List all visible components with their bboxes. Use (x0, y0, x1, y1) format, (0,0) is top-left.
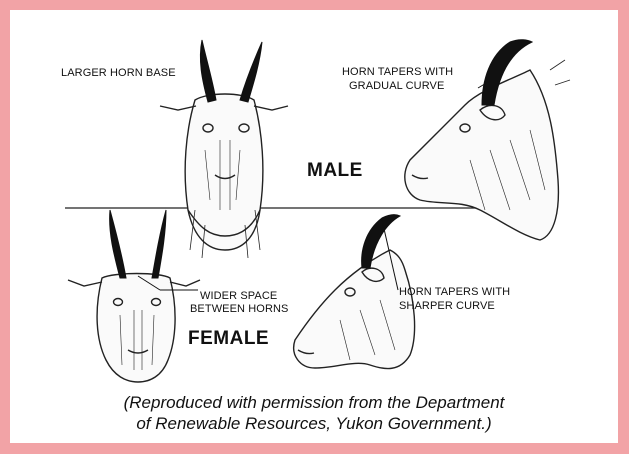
caption-line-2: of Renewable Resources, Yukon Government… (10, 413, 618, 434)
label-male: MALE (307, 160, 363, 182)
label-horn-tapers-sharper-2: SHARPER CURVE (399, 300, 495, 312)
label-horn-tapers-gradual-1: HORN TAPERS WITH (342, 66, 453, 78)
label-horn-tapers-sharper-1: HORN TAPERS WITH (399, 286, 510, 298)
female-profile-head (294, 250, 415, 369)
label-larger-horn-base: LARGER HORN BASE (61, 67, 176, 79)
label-wider-space-1: WIDER SPACE (200, 290, 277, 302)
female-front-horns (110, 210, 166, 278)
caption-line-1: (Reproduced with permission from the Dep… (10, 392, 618, 413)
male-front-head (160, 94, 288, 258)
male-front-horns (200, 40, 262, 102)
goat-diagram: LARGER HORN BASE HORN TAPERS WITH GRADUA… (10, 10, 618, 443)
label-horn-tapers-gradual-2: GRADUAL CURVE (349, 80, 444, 92)
figure-frame: LARGER HORN BASE HORN TAPERS WITH GRADUA… (10, 10, 618, 443)
label-female: FEMALE (188, 328, 269, 350)
label-wider-space-2: BETWEEN HORNS (190, 303, 288, 315)
